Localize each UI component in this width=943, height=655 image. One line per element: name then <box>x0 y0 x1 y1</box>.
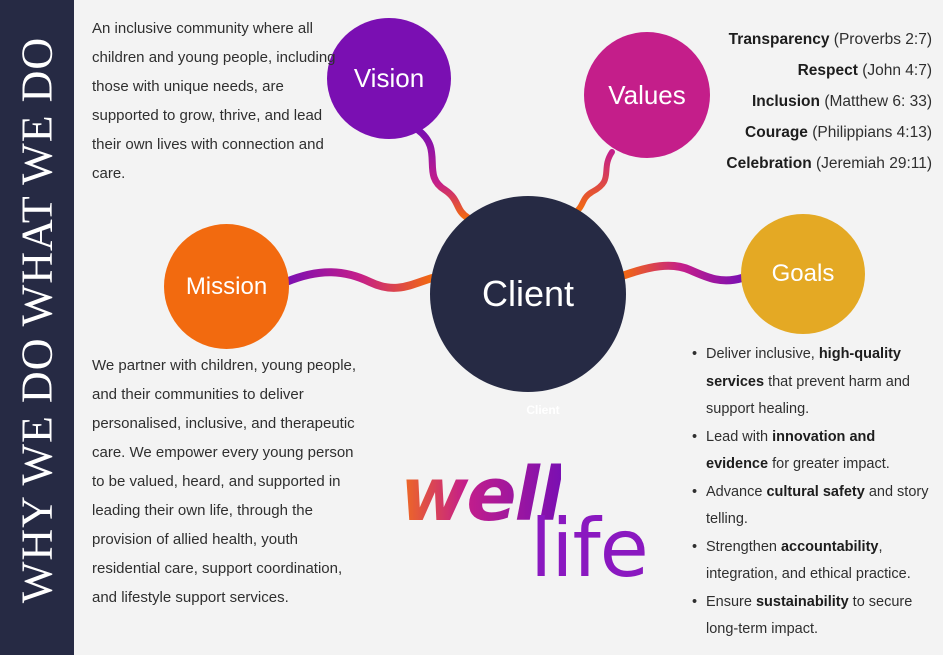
mission-statement: We partner with children, young people, … <box>92 357 357 606</box>
value-name: Respect <box>797 62 858 79</box>
value-name: Celebration <box>726 155 812 172</box>
logo-word-well: well <box>400 452 563 538</box>
value-ref: (Philippians 4:13) <box>812 124 932 141</box>
goal-highlight: high-quality services <box>706 346 901 390</box>
goal-item: Deliver inclusive, high-quality services… <box>690 341 940 424</box>
goals-list: Deliver inclusive, high-quality services… <box>690 341 940 644</box>
vision-node: Vision <box>327 18 451 139</box>
goals-connector <box>618 261 746 285</box>
goal-text: Lead with <box>706 428 773 445</box>
goal-highlight: innovation and evidence <box>706 428 876 473</box>
goal-item: Advance cultural safety and story tellin… <box>690 479 940 534</box>
value-name: Inclusion <box>751 93 820 110</box>
mission-node: Mission <box>164 224 289 349</box>
client-label: Client <box>481 273 575 314</box>
value-item: Inclusion (Matthew 6: 33) <box>726 86 932 117</box>
goal-highlight: cultural safety <box>766 483 865 500</box>
value-item: Respect (John 4:7) <box>726 55 932 86</box>
value-ref: (Matthew 6: 33) <box>824 93 932 110</box>
vision-connector <box>414 126 472 222</box>
vision-label: Vision <box>353 63 425 93</box>
value-item: Courage (Philippians 4:13) <box>726 117 932 148</box>
value-ref: (Proverbs 2:7) <box>833 31 932 48</box>
mission-label: Mission <box>185 272 268 300</box>
mission-connector <box>282 268 436 292</box>
value-ref: (John 4:7) <box>862 62 932 79</box>
logo-word-life: life <box>530 502 649 595</box>
value-item: Transparency (Proverbs 2:7) <box>726 24 932 55</box>
goal-text: for greater impact. <box>768 456 890 472</box>
goal-text: that prevent harm and support healing. <box>706 373 910 418</box>
goal-text: to secure long-term impact. <box>706 593 913 638</box>
goal-text: , integration, and ethical practice. <box>706 538 911 583</box>
client-caption: Client <box>526 403 560 417</box>
goal-item: Strengthen accountability, integration, … <box>690 534 940 589</box>
goal-text: Strengthen <box>706 538 781 555</box>
goal-highlight: accountability <box>780 538 879 555</box>
value-name: Courage <box>745 124 808 141</box>
values-list: Transparency (Proverbs 2:7) Respect (Joh… <box>726 24 932 179</box>
value-item: Celebration (Jeremiah 29:11) <box>726 148 932 179</box>
goal-item: Ensure sustainability to secure long-ter… <box>690 589 940 644</box>
well-life-logo: well life <box>400 452 650 602</box>
values-connector <box>575 149 615 213</box>
values-label: Values <box>608 79 686 110</box>
value-name: Transparency <box>728 31 830 48</box>
goals-node: Goals <box>741 214 865 334</box>
goal-item: Lead with innovation and evidence for gr… <box>690 424 940 479</box>
goal-text: and story telling. <box>706 483 929 528</box>
goal-text: Deliver inclusive, <box>706 346 819 362</box>
goal-highlight: sustainability <box>755 593 849 610</box>
values-node: Values <box>584 32 710 158</box>
value-ref: (Jeremiah 29:11) <box>815 155 932 172</box>
sidebar: WHY WE DO WHAT WE DO <box>0 0 74 655</box>
goals-label: Goals <box>771 260 835 287</box>
vision-statement: An inclusive community where all childre… <box>92 20 336 182</box>
client-node: Client <box>430 196 626 392</box>
goal-text: Ensure <box>706 593 756 610</box>
goal-text: Advance <box>706 483 767 500</box>
